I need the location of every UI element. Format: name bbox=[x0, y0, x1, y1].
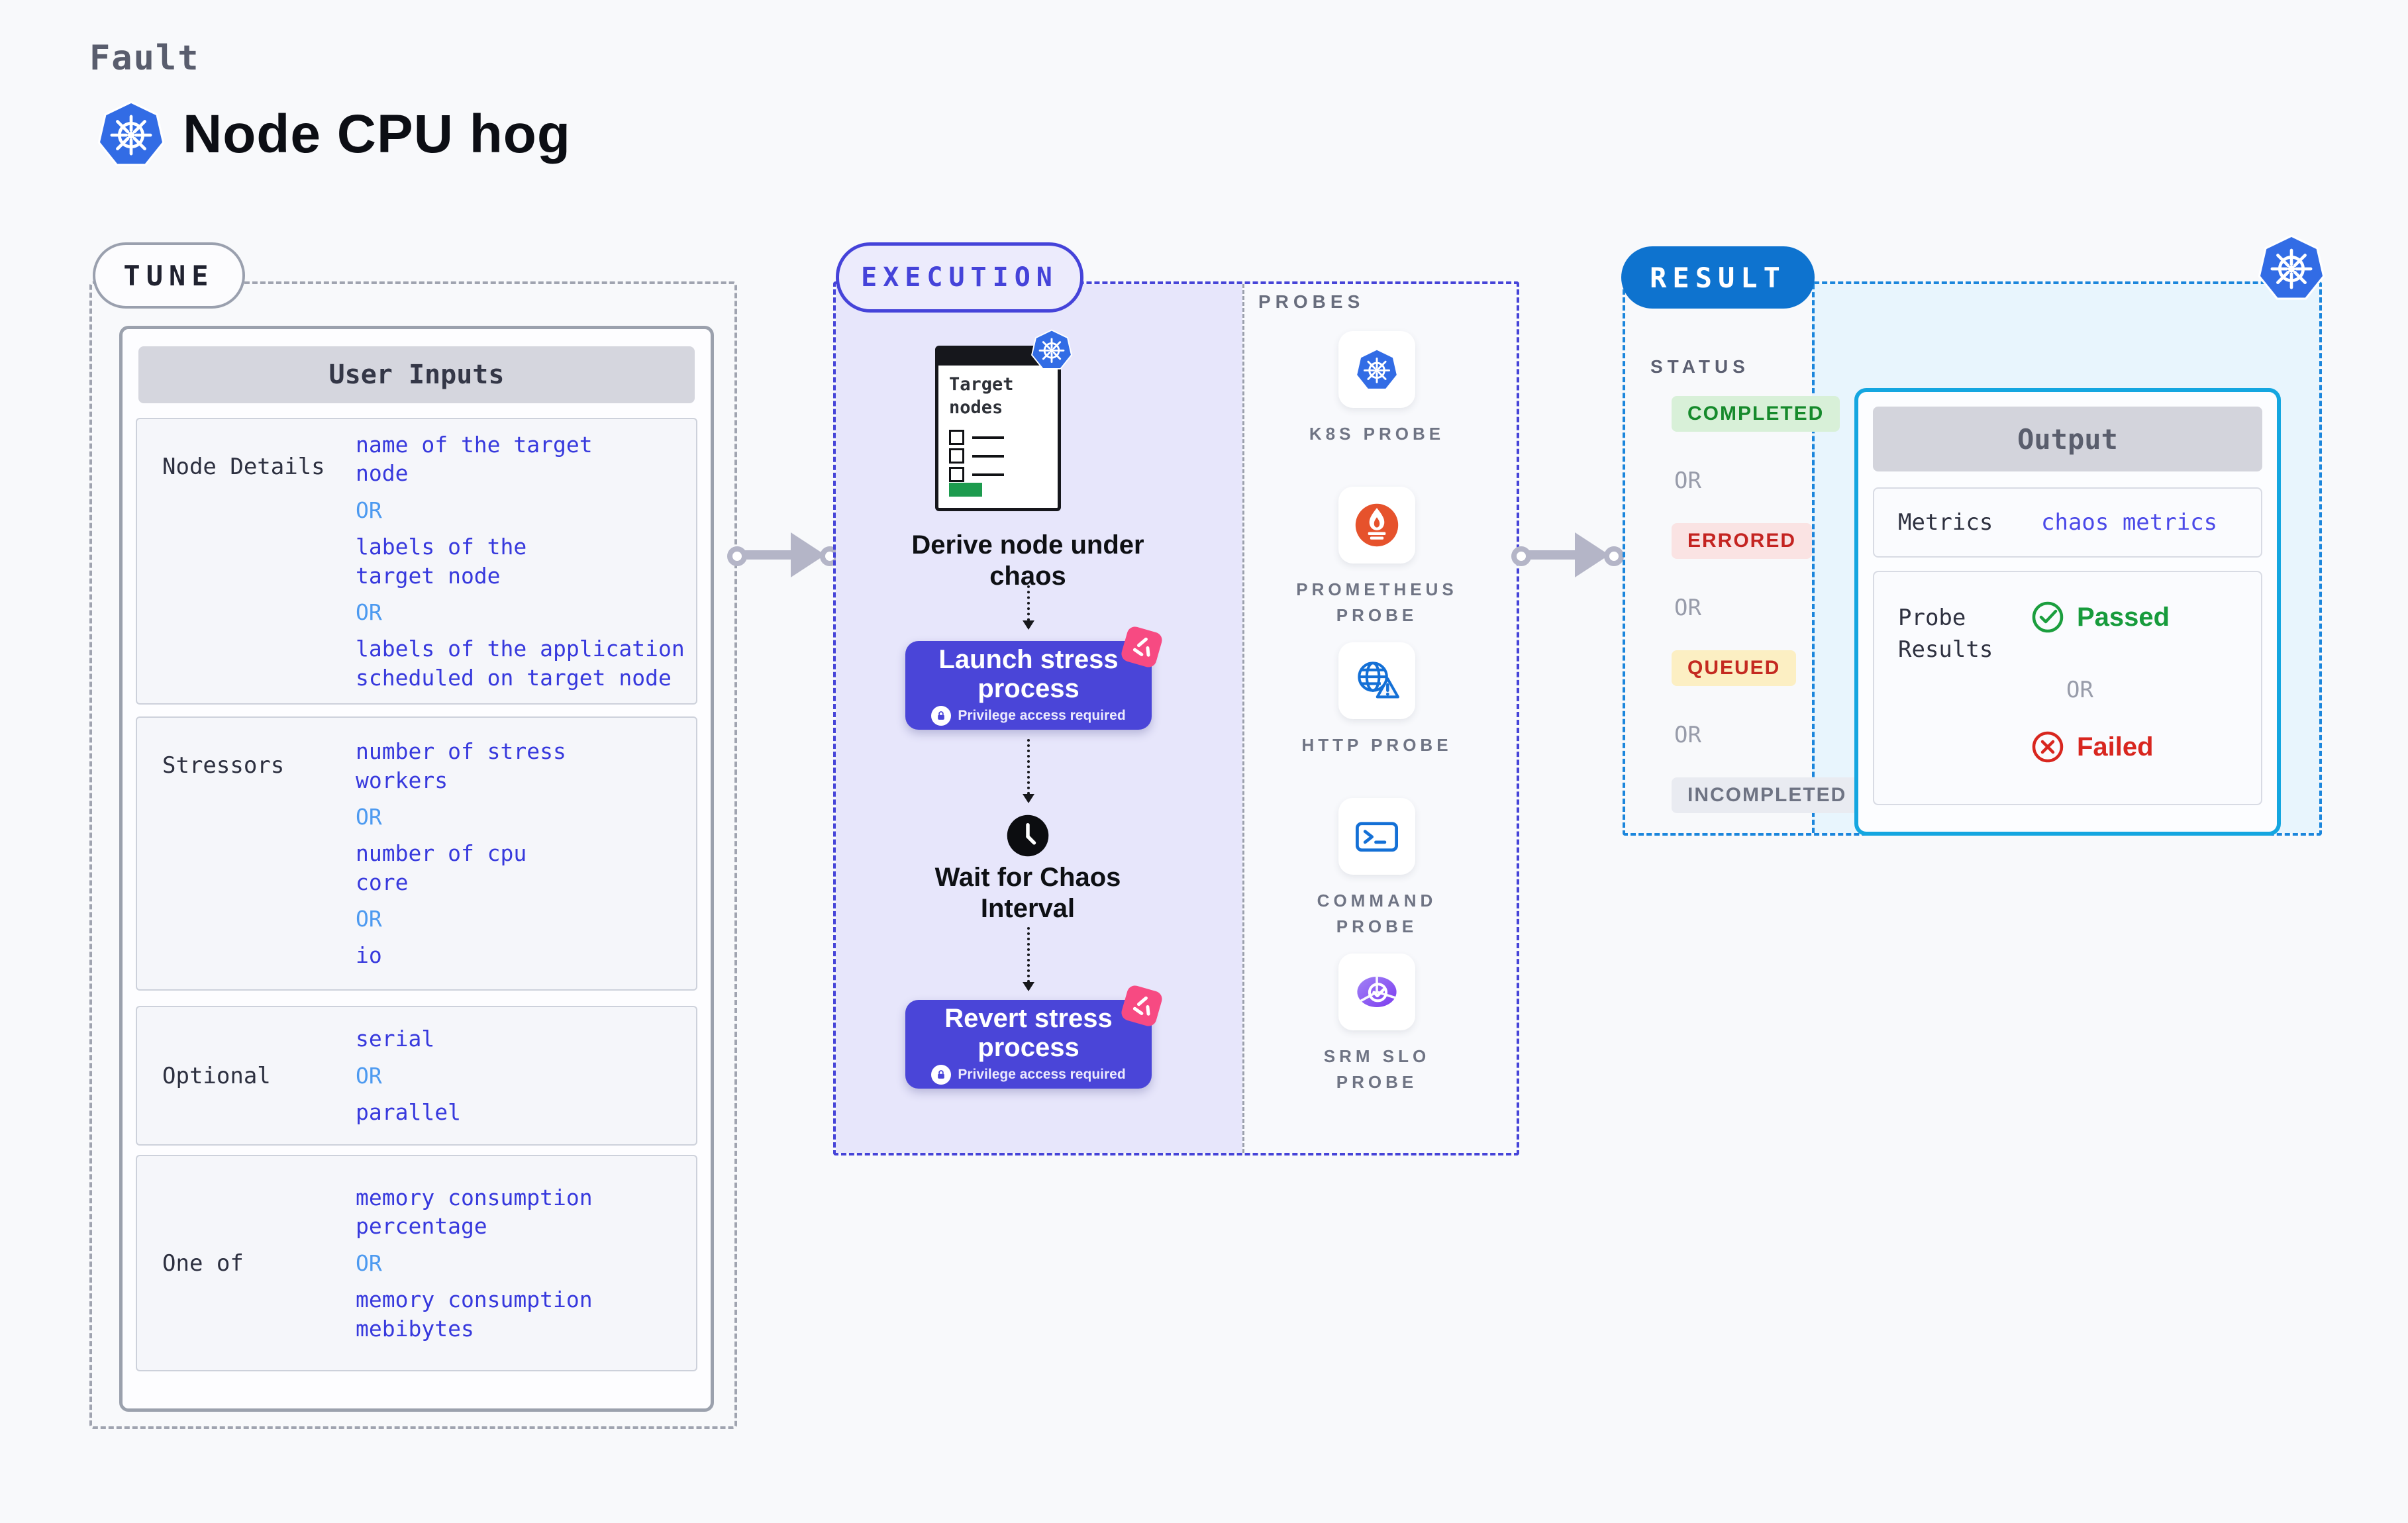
user-inputs-card: User Inputs Node Details name of the tar… bbox=[119, 326, 714, 1412]
row-value: memory consumption percentage bbox=[356, 1184, 593, 1240]
probe-label: PROMETHEUS PROBE bbox=[1296, 579, 1458, 625]
probe-card-command[interactable] bbox=[1338, 798, 1415, 875]
kubernetes-icon bbox=[1355, 348, 1399, 391]
x-circle-icon bbox=[2031, 730, 2065, 764]
or-separator: OR bbox=[356, 497, 382, 523]
page-title: Node CPU hog bbox=[183, 104, 571, 164]
output-probe-results-row: Probe Results Passed OR Failed bbox=[1873, 571, 2262, 805]
output-title: Output bbox=[1873, 407, 2262, 471]
kubernetes-icon bbox=[2257, 233, 2326, 302]
or-separator: OR bbox=[356, 804, 382, 830]
checklist-item bbox=[949, 467, 1004, 482]
status-badge-queued: QUEUED bbox=[1672, 650, 1797, 686]
row-label: Stressors bbox=[162, 752, 285, 779]
prometheus-icon bbox=[1354, 502, 1400, 548]
execution-badge[interactable]: EXECUTION bbox=[836, 242, 1083, 313]
or-separator: OR bbox=[1674, 722, 1701, 748]
probe-label: SRM SLO PROBE bbox=[1323, 1046, 1430, 1092]
launch-stress-process-button[interactable]: Launch stress process Privilege access r… bbox=[905, 624, 1164, 730]
dotted-arrow bbox=[1023, 585, 1034, 630]
arrow-endpoint bbox=[1604, 546, 1624, 566]
row-label: One of bbox=[162, 1250, 244, 1277]
or-separator: OR bbox=[356, 1063, 382, 1089]
probe-label: COMMAND PROBE bbox=[1317, 891, 1437, 936]
row-value: serial bbox=[356, 1026, 435, 1052]
dotted-arrow bbox=[1023, 739, 1034, 803]
row-value: io bbox=[356, 942, 382, 969]
execution-probes-divider bbox=[1242, 284, 1244, 1153]
lock-icon bbox=[931, 706, 952, 726]
row-stressors: Stressors number of stress workers OR nu… bbox=[136, 716, 697, 991]
checklist-item bbox=[949, 430, 1004, 445]
kubernetes-icon bbox=[1030, 328, 1073, 371]
tune-badge[interactable]: TUNE bbox=[93, 242, 245, 309]
step-derive-label: Derive node under chaos bbox=[911, 530, 1144, 591]
probe-label: HTTP PROBE bbox=[1301, 735, 1452, 755]
or-separator: OR bbox=[356, 906, 382, 932]
step-wait-label: Wait for Chaos Interval bbox=[934, 863, 1121, 924]
probe-card-k8s[interactable] bbox=[1338, 331, 1415, 408]
output-card: Output Metrics chaos metrics Probe Resul… bbox=[1854, 388, 2281, 836]
row-value: labels of the application scheduled on t… bbox=[356, 636, 685, 691]
or-separator: OR bbox=[356, 599, 382, 626]
row-node-details: Node Details name of the target node OR … bbox=[136, 418, 697, 705]
probe-card-http[interactable] bbox=[1338, 642, 1415, 719]
result-badge[interactable]: RESULT bbox=[1621, 246, 1815, 309]
metrics-value: chaos metrics bbox=[2041, 509, 2218, 536]
srm-slo-icon bbox=[1352, 967, 1401, 1016]
privilege-note: Privilege access required bbox=[958, 708, 1126, 723]
row-value: memory consumption mebibytes bbox=[356, 1287, 593, 1342]
row-one-of: One of memory consumption percentage OR … bbox=[136, 1155, 697, 1371]
button-label: Launch stress process bbox=[938, 645, 1119, 703]
row-value: labels of the target node bbox=[356, 533, 527, 589]
failed-label: Failed bbox=[2077, 732, 2154, 762]
or-separator: OR bbox=[1674, 467, 1701, 494]
revert-stress-process-button[interactable]: Revert stress process Privilege access r… bbox=[905, 983, 1164, 1089]
status-badge-incompleted: INCOMPLETED bbox=[1672, 777, 1863, 813]
row-value: number of cpu core bbox=[356, 840, 527, 895]
row-label: Optional bbox=[162, 1062, 271, 1089]
result-divider bbox=[1812, 284, 1815, 833]
probe-results-label: Probe Results bbox=[1898, 605, 1993, 663]
or-separator: OR bbox=[2066, 677, 2093, 703]
button-label: Revert stress process bbox=[944, 1004, 1113, 1062]
row-value: number of stress workers bbox=[356, 738, 566, 793]
row-value: parallel bbox=[356, 1099, 461, 1125]
green-progress-bar bbox=[949, 483, 982, 497]
metrics-label: Metrics bbox=[1898, 509, 1993, 536]
dotted-arrow bbox=[1023, 927, 1034, 991]
probes-heading: PROBES bbox=[1258, 291, 1365, 312]
probe-card-prometheus[interactable] bbox=[1338, 487, 1415, 564]
status-badge-errored: ERRORED bbox=[1672, 523, 1813, 559]
fault-eyebrow: Fault bbox=[89, 38, 200, 78]
http-globe-icon bbox=[1352, 656, 1401, 705]
row-value: name of the target node bbox=[356, 431, 593, 487]
or-separator: OR bbox=[1674, 595, 1701, 621]
clock-icon bbox=[1005, 813, 1050, 858]
flow-arrow-tune-to-execution bbox=[727, 527, 840, 583]
flow-arrow-execution-to-result bbox=[1511, 527, 1624, 583]
probe-label: K8S PROBE bbox=[1309, 424, 1445, 444]
passed-label: Passed bbox=[2077, 602, 2170, 632]
row-optional: Optional serial OR parallel bbox=[136, 1006, 697, 1146]
user-inputs-title: User Inputs bbox=[138, 346, 695, 403]
clipboard-title: Target nodes bbox=[949, 374, 1014, 418]
status-heading: STATUS bbox=[1650, 356, 1750, 377]
lock-icon bbox=[931, 1065, 952, 1085]
kubernetes-icon bbox=[97, 99, 166, 168]
privilege-note: Privilege access required bbox=[958, 1067, 1126, 1082]
checklist-item bbox=[949, 448, 1004, 464]
output-metrics-row: Metrics chaos metrics bbox=[1873, 487, 2262, 558]
tune-section bbox=[89, 281, 737, 1429]
row-label: Node Details bbox=[162, 454, 325, 480]
status-badge-completed: COMPLETED bbox=[1672, 396, 1840, 432]
terminal-icon bbox=[1352, 812, 1401, 861]
probe-card-srm-slo[interactable] bbox=[1338, 954, 1415, 1030]
or-separator: OR bbox=[356, 1250, 382, 1276]
check-circle-icon bbox=[2031, 600, 2065, 634]
